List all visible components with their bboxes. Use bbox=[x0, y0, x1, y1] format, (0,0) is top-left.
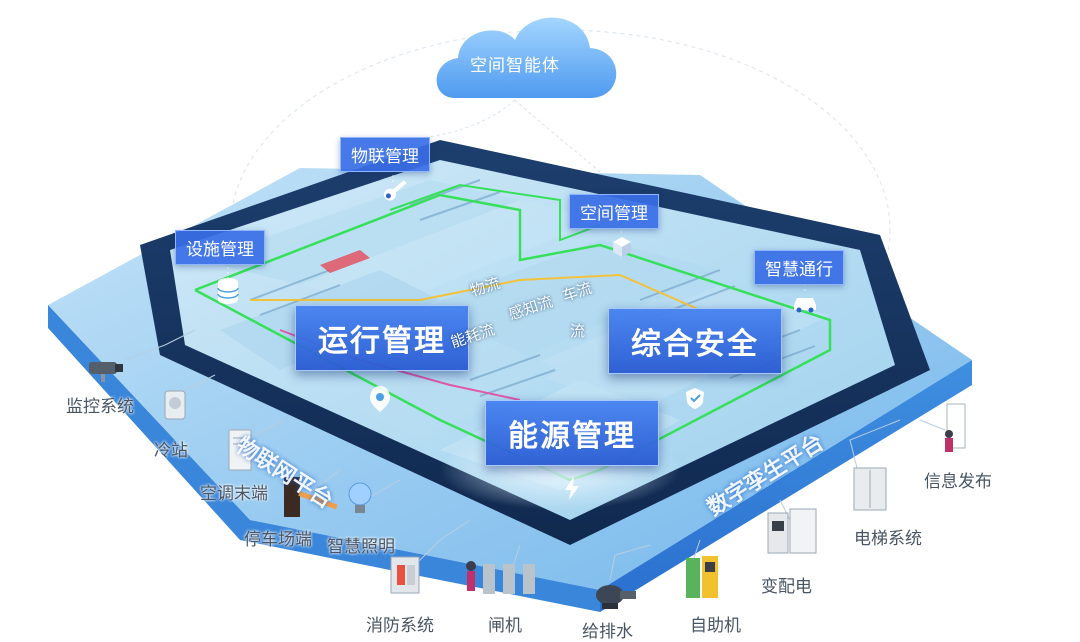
fire-system-icon bbox=[390, 556, 420, 594]
cloud-label: 空间智能体 bbox=[470, 56, 560, 76]
device-parking-label: 停车场端 bbox=[244, 530, 312, 550]
base-platform-side-right bbox=[600, 360, 972, 612]
device-gate-label: 闸机 bbox=[488, 616, 522, 636]
light-bulb-icon bbox=[348, 482, 372, 513]
elevator-icon bbox=[853, 467, 887, 511]
base-platform-side-left bbox=[48, 305, 600, 612]
cooling-tower-icon bbox=[164, 390, 186, 420]
device-cooling-label: 冷站 bbox=[154, 441, 188, 461]
turnstile-icon bbox=[466, 561, 535, 594]
database-icon bbox=[217, 278, 239, 304]
box-energy-management[interactable]: 能源管理 bbox=[485, 400, 659, 466]
wrench-icon bbox=[383, 180, 407, 201]
device-kiosk-label: 自助机 bbox=[690, 616, 741, 636]
kiosk-icon bbox=[686, 556, 718, 598]
device-power-label: 变配电 bbox=[761, 577, 812, 597]
power-cabinet-icon bbox=[767, 508, 817, 554]
water-pump-icon bbox=[596, 585, 636, 609]
device-fire-label: 消防系统 bbox=[366, 616, 434, 636]
device-lighting-label: 智慧照明 bbox=[327, 537, 395, 557]
device-monitoring-label: 监控系统 bbox=[66, 397, 134, 417]
highlight-zone bbox=[320, 250, 370, 273]
location-pin-icon bbox=[370, 386, 390, 412]
box-integrated-security[interactable]: 综合安全 bbox=[608, 308, 782, 374]
info-screen-icon bbox=[945, 403, 966, 452]
flow-people-label: 流 bbox=[570, 322, 586, 340]
device-info-release-label: 信息发布 bbox=[924, 472, 992, 492]
car-icon bbox=[794, 298, 816, 313]
ac-unit-icon bbox=[228, 429, 252, 471]
parking-gate-icon bbox=[284, 477, 338, 517]
device-elevator-label: 电梯系统 bbox=[854, 529, 922, 549]
cloud-shape bbox=[436, 17, 617, 98]
route-yellow bbox=[250, 273, 701, 311]
camera-icon bbox=[89, 362, 123, 382]
shield-icon bbox=[686, 388, 704, 409]
tag-space-management[interactable]: 空间管理 bbox=[569, 194, 659, 229]
tag-iot-management[interactable]: 物联管理 bbox=[340, 137, 430, 172]
lightning-icon bbox=[565, 476, 579, 500]
cube-icon bbox=[613, 237, 631, 257]
box-operation-management[interactable]: 运行管理 bbox=[295, 305, 469, 371]
device-ac-terminal-label: 空调末端 bbox=[200, 484, 268, 504]
route-green-inner bbox=[389, 183, 601, 242]
tag-smart-access[interactable]: 智慧通行 bbox=[754, 250, 844, 285]
device-water-label: 给排水 bbox=[582, 622, 633, 642]
tag-facility-management[interactable]: 设施管理 bbox=[175, 230, 265, 265]
cloud-connector bbox=[389, 99, 516, 141]
